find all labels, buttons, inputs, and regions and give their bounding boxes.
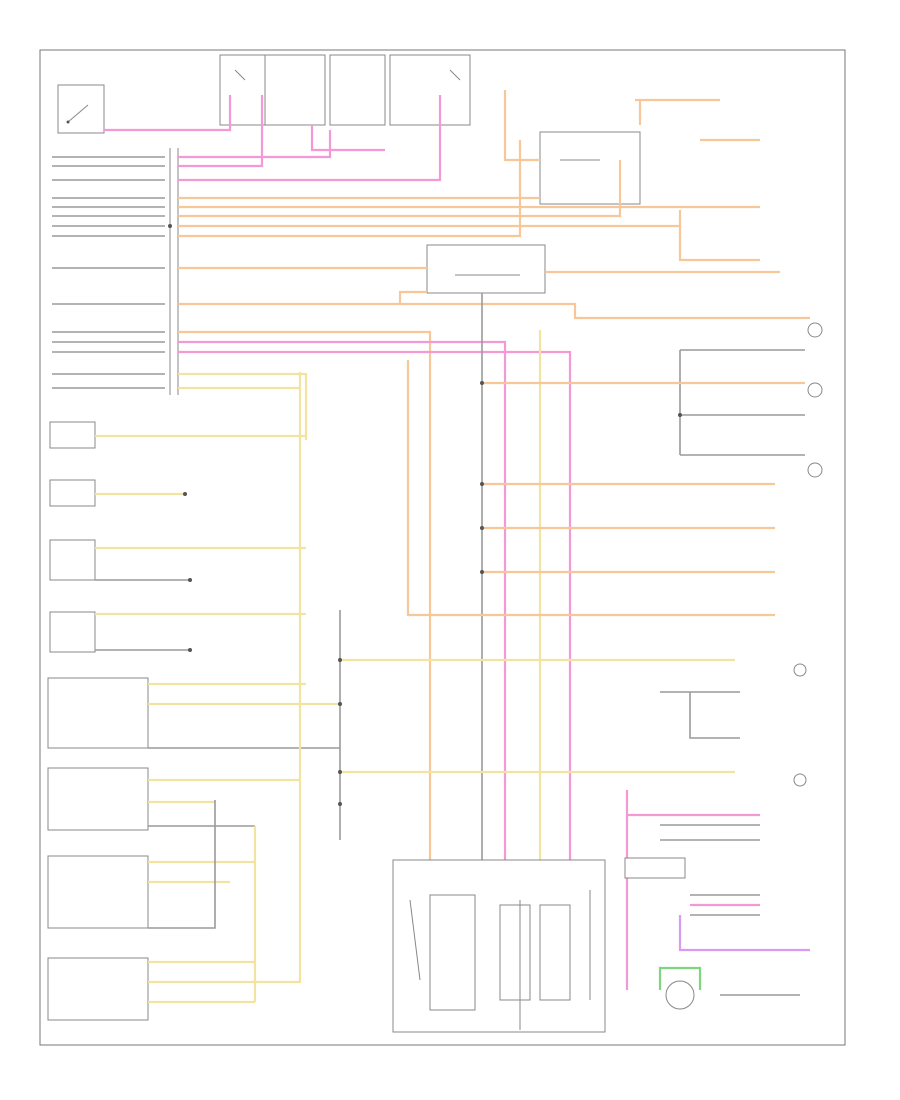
instrument-cluster-module <box>392 859 606 1033</box>
right-lamp-bank <box>482 322 823 478</box>
connector-pin-marks <box>52 156 165 389</box>
center-junction-block <box>426 244 546 294</box>
bottom-right-wires <box>624 790 810 1010</box>
top-wire-runs <box>104 90 810 320</box>
top-module <box>539 131 641 205</box>
left-box-wires <box>95 372 341 1004</box>
top-switch-group <box>219 54 471 126</box>
diagram-frame <box>39 49 846 1046</box>
right-connector-wires <box>340 482 807 787</box>
left-connector-strip <box>169 148 179 395</box>
left-component-stack <box>47 421 149 1021</box>
junction-dots <box>168 224 682 806</box>
main-vertical-wires <box>178 293 775 860</box>
top-left-switch <box>57 84 105 134</box>
